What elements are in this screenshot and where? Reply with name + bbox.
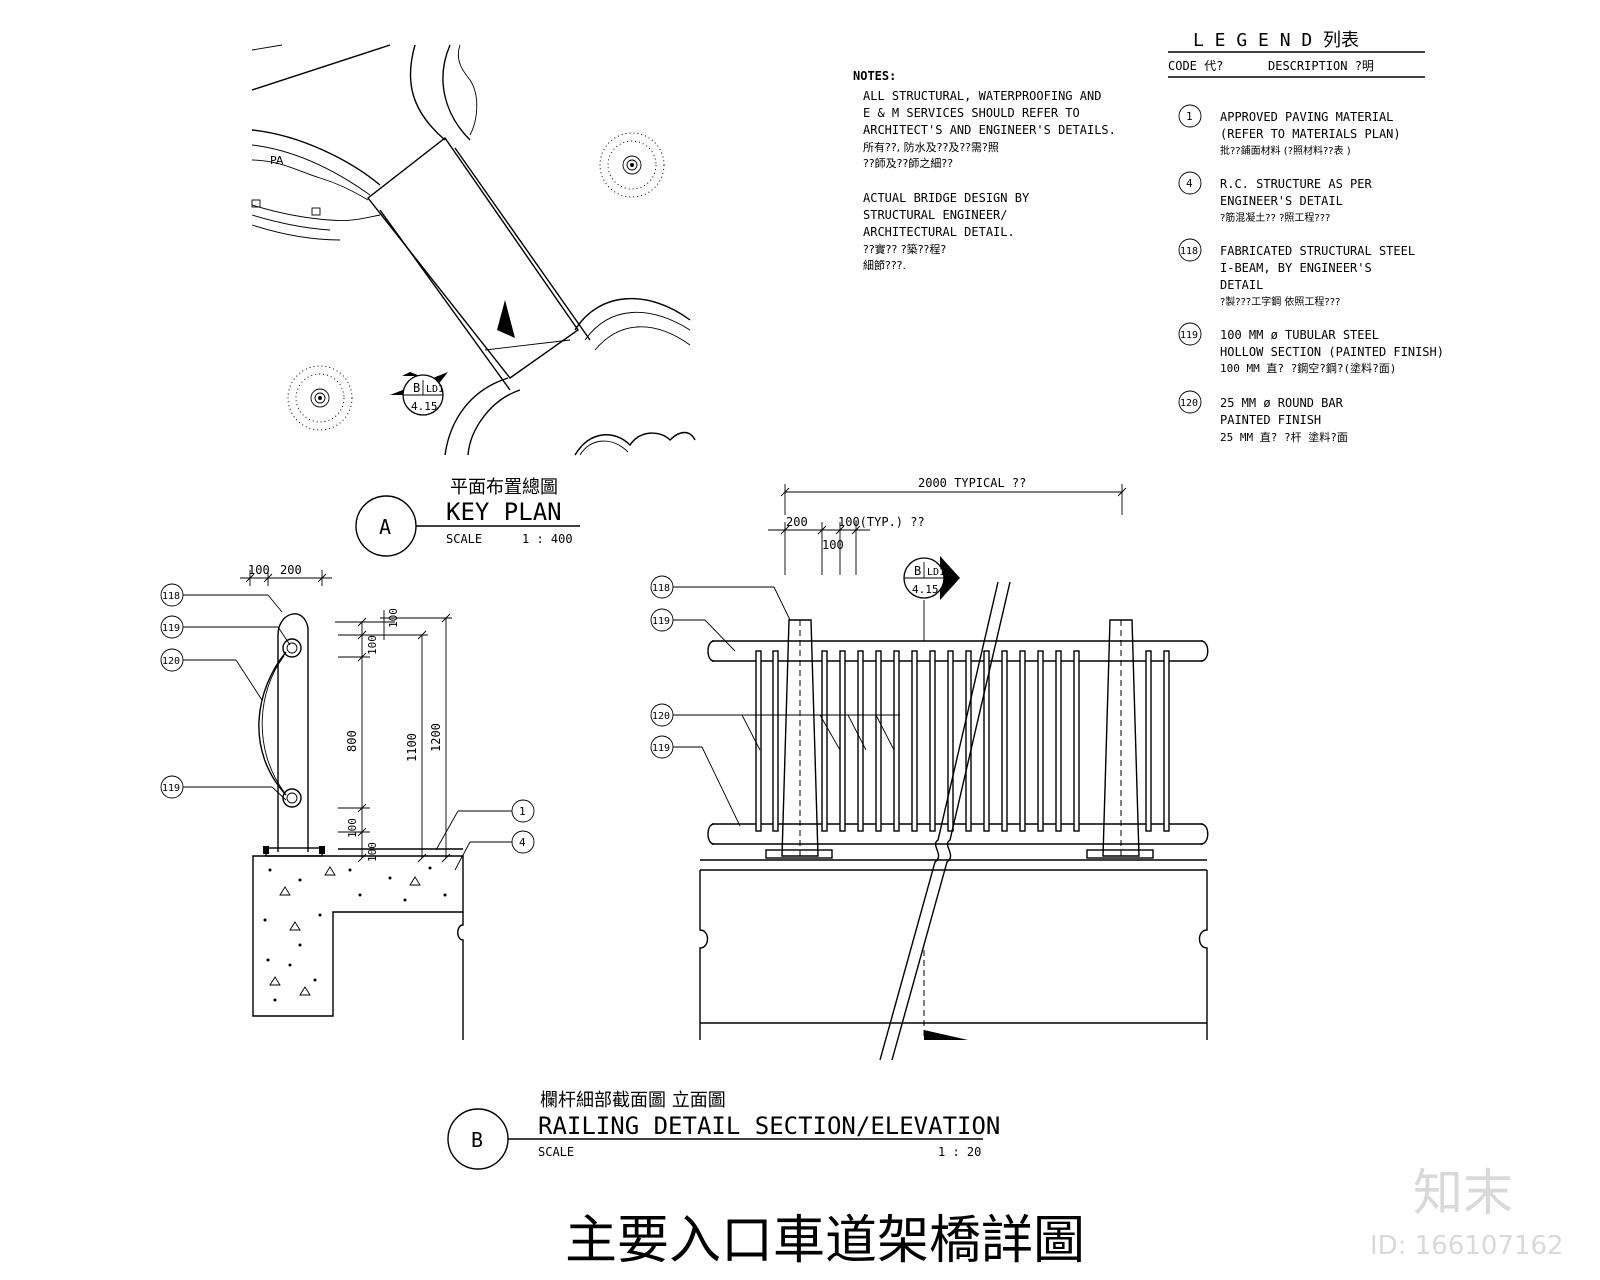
- legend-col-code: CODE 代?: [1168, 59, 1223, 73]
- legend-item-119: 119 100 MM ø TUBULAR STEEL HOLLOW SECTIO…: [1178, 322, 1444, 375]
- notes-paragraph-1: ALL STRUCTURAL, WATERPROOFING AND E & M …: [863, 89, 1116, 170]
- svg-text:STRUCTURAL ENGINEER/: STRUCTURAL ENGINEER/: [863, 208, 1008, 222]
- railing-elevation-drawing: [650, 484, 1209, 1061]
- railing-section-drawing: [160, 570, 535, 1040]
- svg-text:APPROVED PAVING MATERIAL: APPROVED PAVING MATERIAL: [1220, 110, 1393, 124]
- section-dim-small-1: 100: [387, 608, 400, 628]
- svg-text:ACTUAL BRIDGE DESIGN BY: ACTUAL BRIDGE DESIGN BY: [863, 191, 1030, 205]
- section-callout-1: 1: [519, 805, 526, 818]
- section-dim-100: 100: [248, 563, 270, 577]
- section-callout-118: 118: [162, 591, 180, 602]
- section-dim-800: 800: [345, 730, 359, 752]
- elevation-ref-sheet: LD1: [927, 567, 945, 578]
- elevation-callout-120: 120: [652, 711, 670, 722]
- section-callout-120: 120: [162, 656, 180, 667]
- svg-text:??實?? ?築??程?: ??實?? ?築??程?: [863, 242, 946, 256]
- key-plan-drawing: [251, 44, 696, 456]
- section-dim-small-2: 100: [366, 635, 379, 655]
- detail-marker: B: [471, 1128, 483, 1152]
- svg-text:25 MM 直? ?杆 塗料?面: 25 MM 直? ?杆 塗料?面: [1220, 430, 1348, 444]
- elevation-typical-span: 2000 TYPICAL ??: [918, 476, 1026, 490]
- key-plan-title-en: KEY PLAN: [446, 498, 562, 526]
- legend-title: L E G E N D 列表: [1193, 30, 1359, 51]
- legend-item-120: 120 25 MM ø ROUND BAR PAINTED FINISH 25 …: [1178, 390, 1348, 444]
- key-plan-scale: 1 : 400: [522, 532, 573, 546]
- section-callout-4: 4: [519, 836, 526, 849]
- svg-text:1: 1: [1186, 110, 1193, 123]
- key-plan-ref-letter: B: [413, 381, 420, 395]
- svg-text:ALL STRUCTURAL, WATERPROOFING: ALL STRUCTURAL, WATERPROOFING AND: [863, 89, 1101, 103]
- svg-text:所有??, 防水及??及??需?照: 所有??, 防水及??及??需?照: [863, 140, 999, 154]
- svg-text:批??鋪面材料 (?照材料??表 ): 批??鋪面材料 (?照材料??表 ): [1220, 144, 1351, 157]
- legend-col-description: DESCRIPTION ?明: [1268, 59, 1374, 73]
- elevation-ref-page: 4.15: [912, 583, 939, 596]
- svg-text:25 MM ø ROUND BAR: 25 MM ø ROUND BAR: [1220, 396, 1344, 410]
- key-plan-pa-label: PA: [270, 154, 284, 167]
- svg-text:細節???.: 細節???.: [863, 258, 906, 272]
- detail-title-en: RAILING DETAIL SECTION/ELEVATION: [538, 1112, 1000, 1140]
- section-dim-200: 200: [280, 563, 302, 577]
- legend-item-1: 1 APPROVED PAVING MATERIAL (REFER TO MAT…: [1178, 104, 1401, 157]
- section-dim-bottom-1: 100: [346, 818, 359, 838]
- section-callout-119-lower: 119: [162, 783, 180, 794]
- svg-text:ARCHITECTURAL DETAIL.: ARCHITECTURAL DETAIL.: [863, 225, 1015, 239]
- notes-heading: NOTES:: [853, 69, 896, 83]
- elevation-ref-letter: B: [914, 564, 921, 578]
- legend-item-118: 118 FABRICATED STRUCTURAL STEEL I-BEAM, …: [1178, 238, 1415, 308]
- key-plan-scale-label: SCALE: [446, 532, 482, 546]
- key-plan-ref-page: 4.15: [411, 400, 438, 413]
- svg-text:4: 4: [1186, 177, 1193, 190]
- elevation-dim-100: 100: [822, 538, 844, 552]
- sheet-title: 主要入口車道架橋詳圖: [565, 1211, 1085, 1271]
- watermark-id: ID: 166107162: [1370, 1231, 1564, 1261]
- svg-text:ARCHITECT'S AND ENGINEER'S DET: ARCHITECT'S AND ENGINEER'S DETAILS.: [863, 123, 1116, 137]
- svg-text:HOLLOW SECTION (PAINTED FINISH: HOLLOW SECTION (PAINTED FINISH): [1220, 345, 1444, 359]
- svg-text:100 MM 直? ?鋼空?鋼?(塗料?面): 100 MM 直? ?鋼空?鋼?(塗料?面): [1220, 361, 1396, 375]
- detail-scale-label: SCALE: [538, 1145, 574, 1159]
- elevation-dim-200: 200: [786, 515, 808, 529]
- detail-scale: 1 : 20: [938, 1145, 981, 1159]
- svg-text:PAINTED FINISH: PAINTED FINISH: [1220, 413, 1321, 427]
- svg-text:119: 119: [1180, 330, 1198, 341]
- svg-text:R.C. STRUCTURE AS PER: R.C. STRUCTURE AS PER: [1220, 177, 1372, 191]
- section-callout-119: 119: [162, 623, 180, 634]
- svg-text:(REFER TO MATERIALS PLAN): (REFER TO MATERIALS PLAN): [1220, 127, 1401, 141]
- svg-text:?筋混凝土?? ?照工程???: ?筋混凝土?? ?照工程???: [1220, 211, 1330, 224]
- svg-text:120: 120: [1180, 398, 1198, 409]
- legend-item-4: 4 R.C. STRUCTURE AS PER ENGINEER'S DETAI…: [1178, 171, 1372, 224]
- key-plan-ref-sheet: LD1: [426, 384, 444, 395]
- svg-text:ENGINEER'S DETAIL: ENGINEER'S DETAIL: [1220, 194, 1343, 208]
- svg-text:I-BEAM, BY ENGINEER'S: I-BEAM, BY ENGINEER'S: [1220, 261, 1372, 275]
- elevation-callout-119-lower: 119: [652, 743, 670, 754]
- elevation-dim-100-typ: 100(TYP.) ??: [838, 515, 925, 529]
- svg-text:FABRICATED STRUCTURAL STEEL: FABRICATED STRUCTURAL STEEL: [1220, 244, 1415, 258]
- section-dim-1100: 1100: [405, 733, 419, 762]
- svg-text:100 MM ø TUBULAR STEEL: 100 MM ø TUBULAR STEEL: [1220, 328, 1379, 342]
- section-dim-bottom-2: 100: [366, 842, 379, 862]
- section-dim-1200: 1200: [429, 723, 443, 752]
- key-plan-marker: A: [379, 515, 391, 539]
- svg-text:?製???工字鋼 依照工程???: ?製???工字鋼 依照工程???: [1220, 295, 1340, 308]
- detail-title-cn: 欄杆細部截面圖 立面圖: [540, 1090, 726, 1111]
- watermark-logo: 知末: [1413, 1164, 1513, 1222]
- key-plan-title-cn: 平面布置總圖: [450, 477, 558, 498]
- svg-text:118: 118: [1180, 246, 1198, 257]
- svg-text:??師及??師之細??: ??師及??師之細??: [863, 156, 953, 170]
- svg-text:DETAIL: DETAIL: [1220, 278, 1263, 292]
- notes-paragraph-2: ACTUAL BRIDGE DESIGN BY STRUCTURAL ENGIN…: [863, 191, 1030, 272]
- elevation-callout-119: 119: [652, 616, 670, 627]
- elevation-callout-118: 118: [652, 583, 670, 594]
- svg-text:E & M SERVICES SHOULD REFER TO: E & M SERVICES SHOULD REFER TO: [863, 106, 1080, 120]
